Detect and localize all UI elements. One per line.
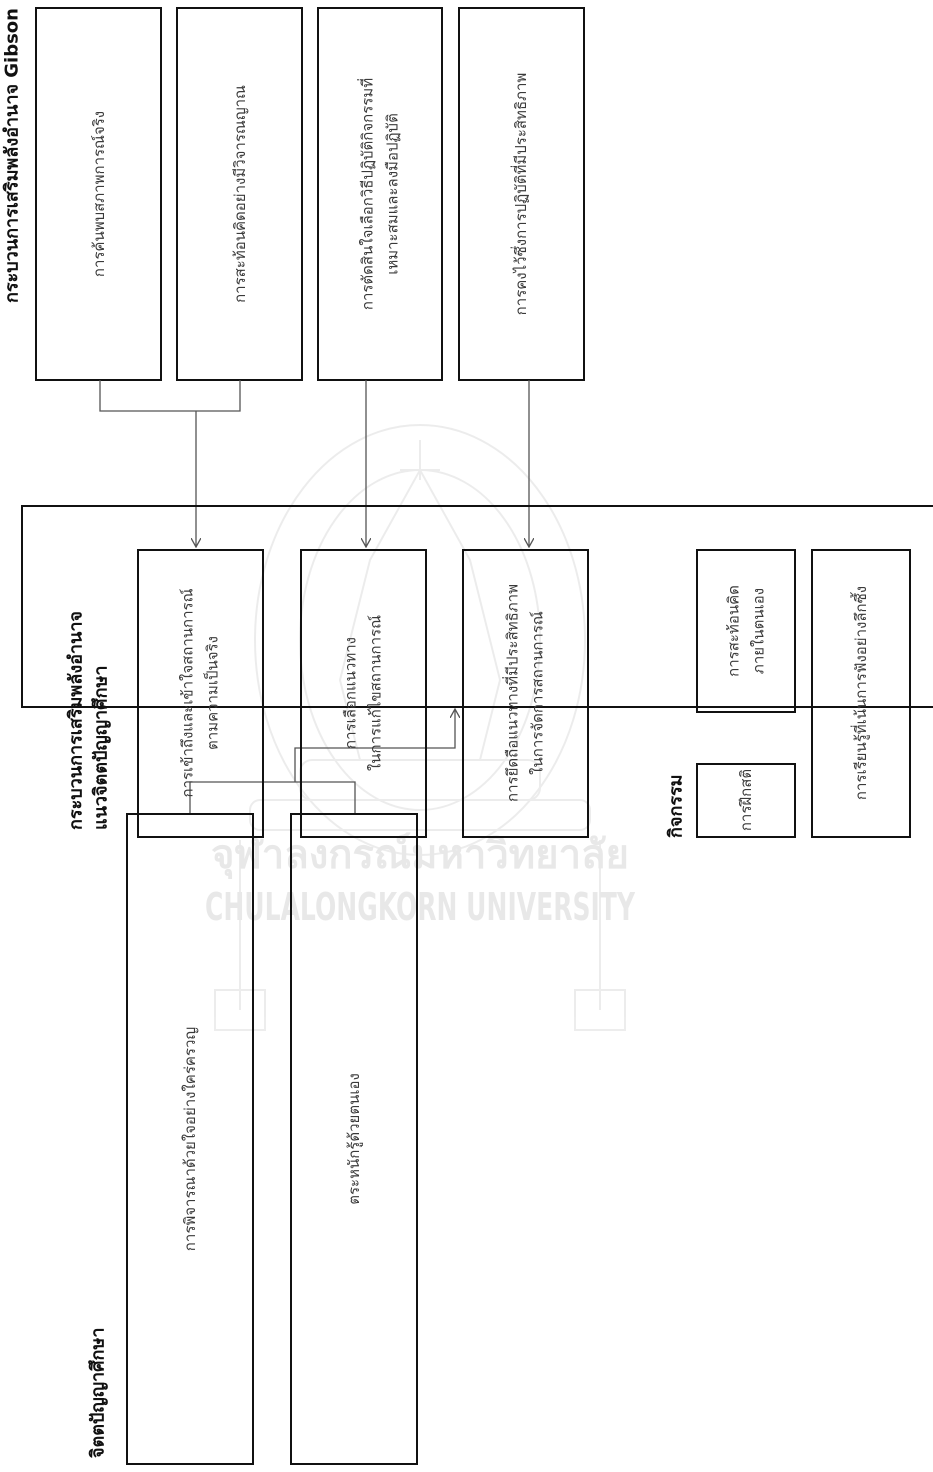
activity-box-deep-listening bbox=[811, 549, 911, 838]
main-box-access-label-line-2: ตามความเป็นจริง bbox=[203, 636, 222, 750]
gibson-box-3 bbox=[317, 7, 443, 381]
gibson-title: กระบวนการเสริมพลังอำนาจ Gibson bbox=[2, 8, 23, 303]
gibson-box-3-label-line-2: เหมาะสมและลงมือปฏิบัติ bbox=[384, 113, 402, 275]
gibson-section: กระบวนการเสริมพลังอำนาจ Gibson การค้นพบส… bbox=[2, 7, 585, 381]
main-box-choose-label-line-2: ในการแก้ไขสถานการณ์ bbox=[367, 615, 385, 771]
university-seal-icon bbox=[214, 424, 626, 1031]
activity-deep-listening-label-line-1: การเรียนรู้ที่เน้นการฟังอย่างลึกซึ้ง bbox=[850, 586, 870, 800]
main-box-adhere-label-line-1: การยึดถือแนวทางที่มีประสิทธิภาพ bbox=[502, 584, 522, 802]
main-box-access bbox=[137, 549, 264, 838]
university-watermark: จุฬาลงกรณ์มหาวิทยาลัย Chulalongkorn Univ… bbox=[205, 424, 635, 1031]
gibson-box-3-label-line-1: การตัดสินใจเลือกวิธีปฏิบัติกิจกรรมที่ bbox=[357, 78, 377, 310]
contemplative-box-1-label-line-1: การพิจารณาด้วยใจอย่างใคร่ครวญ bbox=[181, 1027, 199, 1251]
contemplative-box-2-label-line-1: ตระหนักรู้ด้วยตนเอง bbox=[345, 1073, 363, 1205]
activity-mindfulness-label-line-1: การฝึกสติ bbox=[737, 769, 755, 831]
main-title-line-2: แนวจิตตปัญญาศึกษา bbox=[91, 666, 112, 830]
connector-contemplative bbox=[189, 781, 356, 814]
contemplative-box-1 bbox=[126, 813, 254, 1465]
main-box-access-label-line-1: การเข้าถึงและเข้าใจสถานการณ์ bbox=[179, 588, 197, 797]
activity-self-reflection-label-line-2: ภายในตนเอง bbox=[750, 588, 768, 674]
contemplative-box-2 bbox=[290, 813, 418, 1465]
main-box-adhere-label-line-2: ในการจัดการสถานการณ์ bbox=[529, 611, 547, 775]
gibson-box-4-label-line-1: การคงไว้ซึ่งการปฏิบัติที่มีประสิทธิภาพ bbox=[510, 73, 530, 316]
contemplative-section: จิตตปัญญาศึกษา การพิจารณาด้วยใจอย่างใคร่… bbox=[88, 813, 418, 1465]
connectors bbox=[99, 380, 529, 814]
activity-box-self-reflection bbox=[696, 549, 796, 713]
gibson-box-1-label-line-1: การค้นพบสภาพการณ์จริง bbox=[90, 111, 108, 277]
contemplative-title: จิตตปัญญาศึกษา bbox=[88, 1328, 109, 1459]
gibson-box-4 bbox=[458, 7, 585, 381]
main-box-adhere bbox=[462, 549, 589, 838]
main-section: กระบวนการเสริมพลังอำนาจ แนวจิตตปัญญาศึกษ… bbox=[21, 505, 933, 838]
main-frame bbox=[21, 505, 933, 708]
main-title-line-1: กระบวนการเสริมพลังอำนาจ bbox=[66, 611, 87, 830]
watermark-thai-name: จุฬาลงกรณ์มหาวิทยาลัย bbox=[211, 832, 629, 880]
activities-label: กิจกรรม bbox=[666, 774, 687, 838]
activity-box-mindfulness bbox=[696, 763, 796, 838]
main-box-choose-label-line-1: การเลือกแนวทาง bbox=[342, 637, 360, 749]
activity-self-reflection-label-line-1: การสะท้อนคิด bbox=[725, 585, 743, 677]
watermark-english-name: Chulalongkorn University bbox=[205, 885, 635, 929]
gibson-box-1 bbox=[35, 7, 162, 381]
arrow-to-main-frame bbox=[294, 709, 455, 782]
main-box-choose bbox=[300, 549, 427, 838]
gibson-box-2-label-line-1: การสะท้อนคิดอย่างมีวิจารณญาณ bbox=[231, 85, 249, 303]
connector-discover-reflect bbox=[99, 380, 241, 412]
